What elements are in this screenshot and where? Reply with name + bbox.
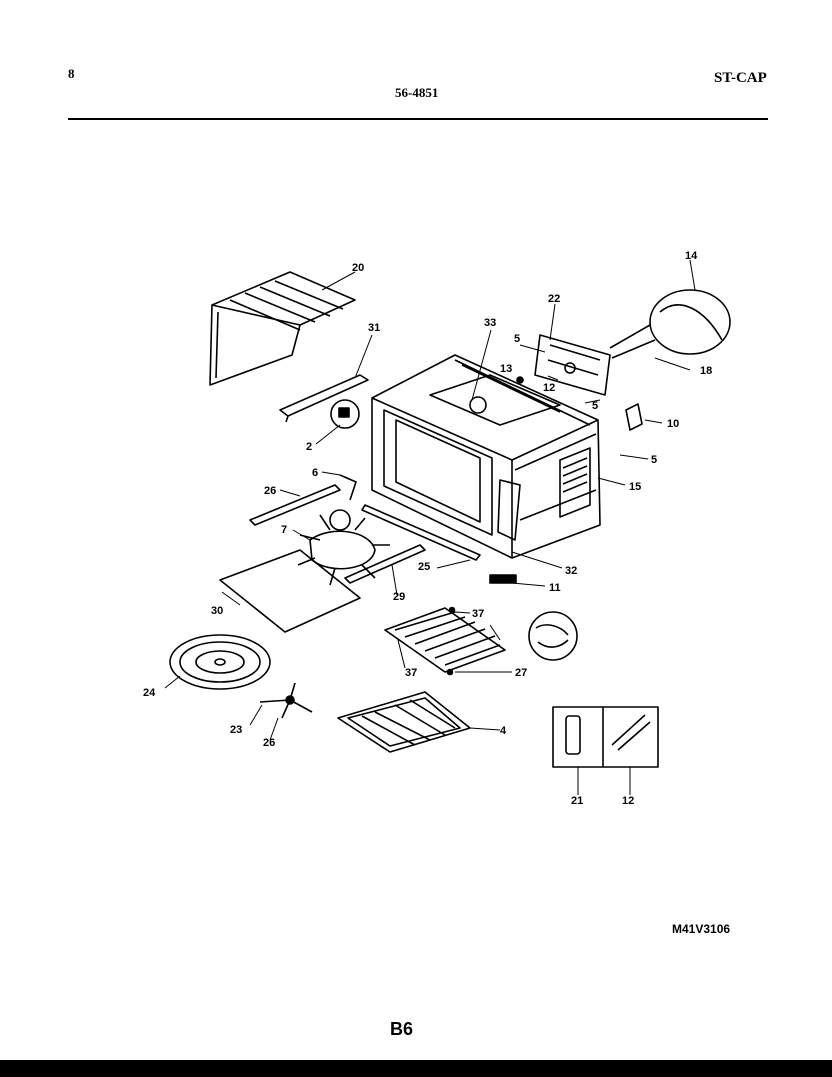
callout-29: 29 [393,591,405,603]
part-outer-cabinet [209,271,356,386]
part-detail-circle-14 [609,289,731,359]
callout-21: 21 [571,795,583,807]
part-oven-cavity [371,354,601,559]
part-hinge-bracket [516,334,611,396]
scan-edge-bar [0,1060,832,1077]
callout-18: 18 [700,365,712,377]
callout-5b: 5 [592,400,598,412]
part-stirrer-assembly [249,474,390,586]
callout-5a: 5 [514,333,520,345]
part-block-10 [625,403,643,431]
header-page-index: 8 [68,66,75,81]
callout-14: 14 [685,250,698,262]
callout-10: 10 [667,418,679,430]
callout-32: 32 [565,565,577,577]
model-code: M41V3106 [672,922,731,936]
part-detail-circle-2 [330,399,360,429]
part-base-rails [344,504,517,584]
part-tray-plate-30 [219,549,361,633]
callout-2: 2 [306,441,312,453]
part-roller-support [259,682,313,719]
callout-30: 30 [211,605,223,617]
callout-24: 24 [143,687,156,699]
callout-25: 25 [418,561,430,573]
callout-12b: 12 [622,795,634,807]
callout-26b: 26 [263,737,275,749]
callout-27: 27 [515,667,527,679]
callout-6: 6 [312,467,318,479]
callout-5c: 5 [651,454,657,466]
header-rule [68,118,768,120]
callout-23: 23 [230,724,242,736]
callout-11: 11 [549,582,561,594]
part-top-rail [279,374,369,423]
callout-12a: 12 [543,382,555,394]
callout-26a: 26 [264,485,276,497]
callout-33: 33 [484,317,496,329]
callout-4: 4 [500,725,507,737]
callout-13: 13 [500,363,512,375]
part-broil-pan [337,691,471,753]
callout-15: 15 [629,481,641,493]
page-number: B6 [390,1019,414,1039]
part-accessory-box [552,706,659,768]
callout-20: 20 [352,262,364,274]
header-section-code: ST-CAP [714,70,767,86]
callout-37a: 37 [472,608,484,620]
part-turntable [169,634,271,690]
callout-7: 7 [281,524,287,536]
callout-37b: 37 [405,667,417,679]
leader-lines [164,259,696,795]
callout-31: 31 [368,322,380,334]
header-model-number: 56-4851 [395,85,439,100]
part-oven-rack [384,606,578,676]
callout-22: 22 [548,293,560,305]
